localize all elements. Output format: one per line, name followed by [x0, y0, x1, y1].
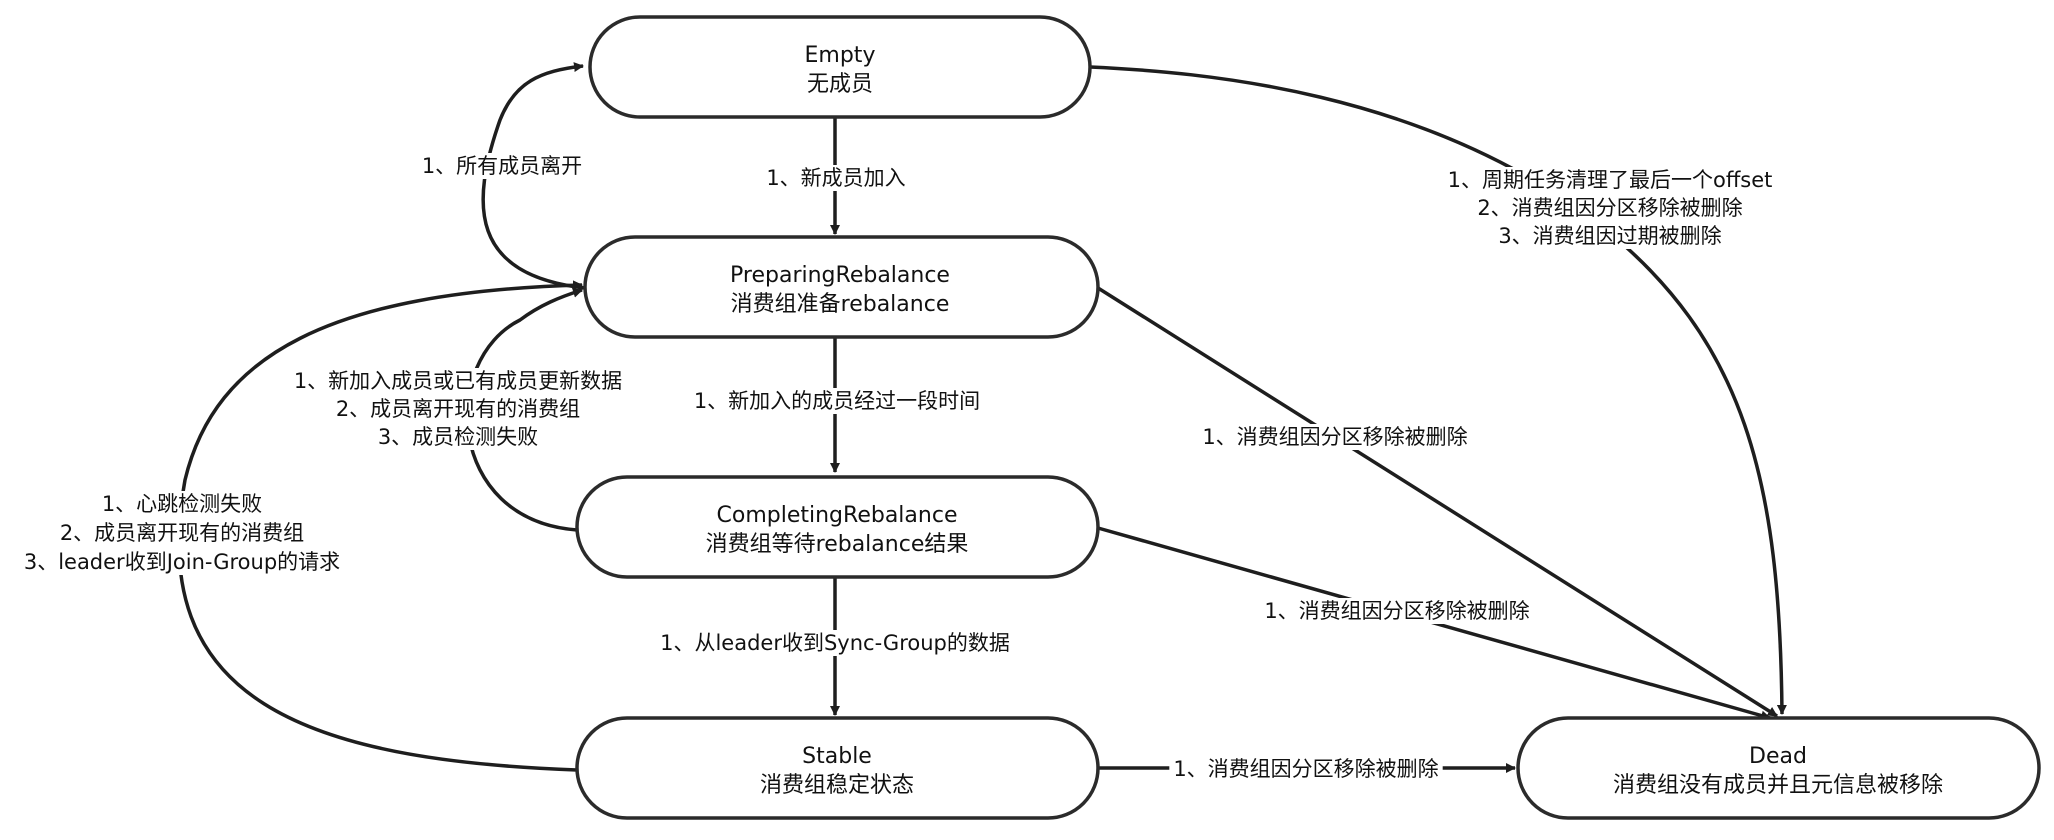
- label-empty-to-dead: 1、周期任务清理了最后一个offset 2、消费组因分区移除被删除 3、消费组因…: [1443, 167, 1777, 249]
- label-preparing-to-empty-line-1: 1、所有成员离开: [422, 154, 582, 178]
- label-empty-to-preparing: 1、新成员加入: [762, 165, 910, 191]
- edge-preparing-to-dead: [1097, 286, 1778, 718]
- label-preparing-to-empty: 1、所有成员离开: [417, 153, 587, 179]
- label-background: [1169, 756, 1443, 782]
- node-empty-subtitle: 无成员: [807, 72, 873, 97]
- label-background: [1198, 424, 1472, 450]
- label-stable-to-preparing-line-3: 3、leader收到Join-Group的请求: [24, 550, 340, 574]
- label-completing-to-stable-line-1: 1、从leader收到Sync-Group的数据: [660, 631, 1010, 655]
- node-empty: Empty 无成员: [588, 15, 1092, 119]
- label-preparing-to-completing-line-1: 1、新加入的成员经过一段时间: [694, 389, 980, 413]
- label-background: [1443, 167, 1777, 249]
- label-empty-to-dead-line-1: 1、周期任务清理了最后一个offset: [1448, 168, 1773, 192]
- label-background: [656, 630, 1014, 656]
- label-background: [417, 153, 587, 179]
- label-preparing-to-completing: 1、新加入的成员经过一段时间: [689, 388, 985, 414]
- edge-completing-to-preparing: [465, 287, 583, 532]
- label-completing-to-preparing-line-1: 1、新加入成员或已有成员更新数据: [294, 369, 622, 393]
- node-dead-subtitle: 消费组没有成员并且元信息被移除: [1613, 773, 1943, 798]
- label-empty-to-preparing-line-1: 1、新成员加入: [766, 166, 905, 190]
- label-preparing-to-dead-line-1: 1、消费组因分区移除被删除: [1202, 425, 1467, 449]
- label-completing-to-stable: 1、从leader收到Sync-Group的数据: [656, 630, 1014, 656]
- label-stable-to-preparing-line-1: 1、心跳检测失败: [102, 492, 262, 516]
- label-background: [762, 165, 910, 191]
- label-stable-to-dead: 1、消费组因分区移除被删除: [1169, 756, 1443, 782]
- node-preparing-title: PreparingRebalance: [730, 263, 950, 288]
- node-stable-subtitle: 消费组稳定状态: [760, 773, 914, 798]
- node-preparing-rebalance: PreparingRebalance 消费组准备rebalance: [583, 235, 1100, 339]
- label-background: [289, 368, 627, 450]
- label-completing-to-dead-line-1: 1、消费组因分区移除被删除: [1264, 599, 1529, 623]
- label-preparing-to-dead: 1、消费组因分区移除被删除: [1198, 424, 1472, 450]
- label-background: [689, 388, 985, 414]
- label-completing-to-dead: 1、消费组因分区移除被删除: [1260, 598, 1534, 624]
- label-empty-to-dead-line-3: 3、消费组因过期被删除: [1498, 224, 1721, 248]
- label-stable-to-dead-line-1: 1、消费组因分区移除被删除: [1173, 757, 1438, 781]
- label-completing-to-preparing: 1、新加入成员或已有成员更新数据 2、成员离开现有的消费组 3、成员检测失败: [289, 368, 627, 450]
- node-stable: Stable 消费组稳定状态: [575, 716, 1100, 820]
- edge-preparing-to-empty: [481, 62, 586, 290]
- label-completing-to-preparing-line-2: 2、成员离开现有的消费组: [336, 397, 580, 421]
- label-background: [1260, 598, 1534, 624]
- label-completing-to-preparing-line-3: 3、成员检测失败: [378, 425, 538, 449]
- node-dead: Dead 消费组没有成员并且元信息被移除: [1516, 716, 2041, 820]
- label-empty-to-dead-line-2: 2、消费组因分区移除被删除: [1477, 196, 1742, 220]
- label-background: [19, 491, 345, 575]
- node-stable-title: Stable: [802, 744, 872, 769]
- node-completing-title: CompletingRebalance: [717, 503, 958, 528]
- node-completing-subtitle: 消费组等待rebalance结果: [706, 532, 969, 557]
- label-stable-to-preparing: 1、心跳检测失败 2、成员离开现有的消费组 3、leader收到Join-Gro…: [19, 491, 345, 575]
- node-completing-rebalance: CompletingRebalance 消费组等待rebalance结果: [575, 475, 1100, 579]
- node-dead-title: Dead: [1749, 744, 1807, 769]
- node-empty-title: Empty: [805, 43, 876, 68]
- label-stable-to-preparing-line-2: 2、成员离开现有的消费组: [60, 521, 304, 545]
- node-preparing-subtitle: 消费组准备rebalance: [731, 292, 950, 317]
